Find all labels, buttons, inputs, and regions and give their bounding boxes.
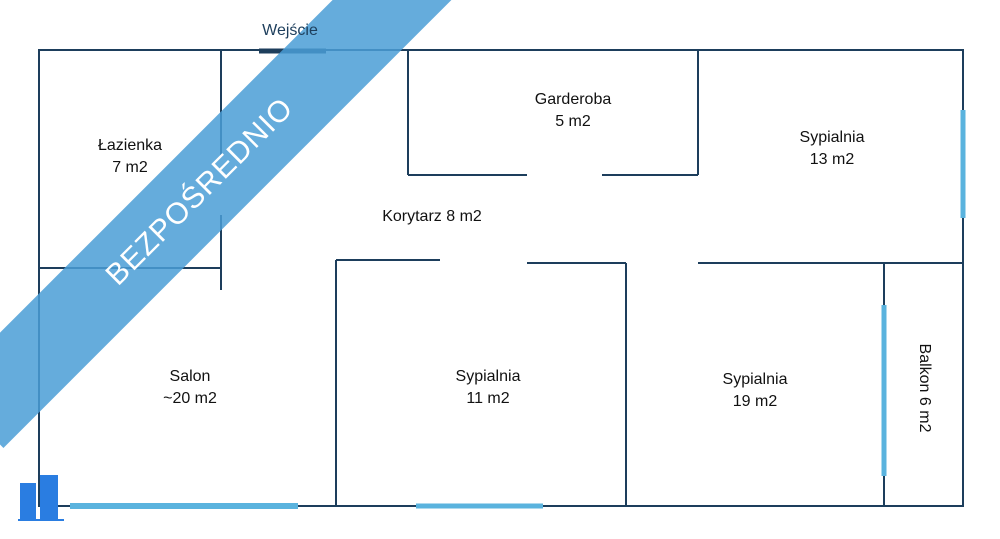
logo-icon	[18, 475, 298, 521]
room-salon: Salon~20 m2	[163, 368, 217, 407]
room-korytarz: Korytarz 8 m2	[382, 208, 482, 225]
interior-walls	[39, 50, 963, 506]
outer-wall	[38, 49, 964, 507]
windows	[416, 110, 966, 509]
entrance-label: Wejście	[262, 22, 318, 39]
room-balkon: Balkon 6 m2	[916, 343, 933, 433]
